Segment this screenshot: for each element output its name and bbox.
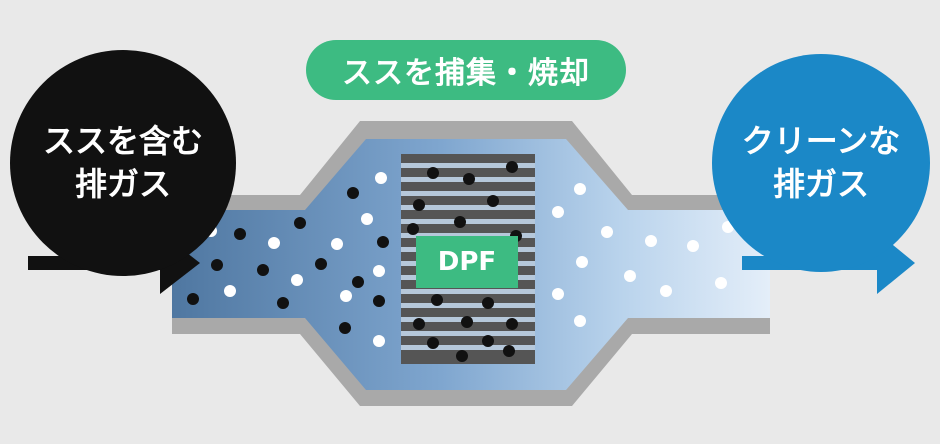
inlet-gas-badge: ススを含む 排ガス [10, 50, 236, 276]
title-pill: ススを捕集・焼却 [306, 40, 626, 100]
outlet-label-line2: 排ガス [772, 165, 869, 203]
outlet-gas-badge: クリーンな 排ガス [712, 54, 930, 272]
dpf-label-badge: DPF [416, 236, 518, 288]
title-label: ススを捕集・焼却 [342, 56, 590, 91]
dpf-label: DPF [437, 247, 497, 277]
outlet-label-line1: クリーンな [741, 121, 901, 160]
inlet-label-line1: ススを含む [42, 121, 203, 160]
inlet-label-line2: 排ガス [74, 165, 171, 203]
soot-particles [187, 161, 522, 362]
